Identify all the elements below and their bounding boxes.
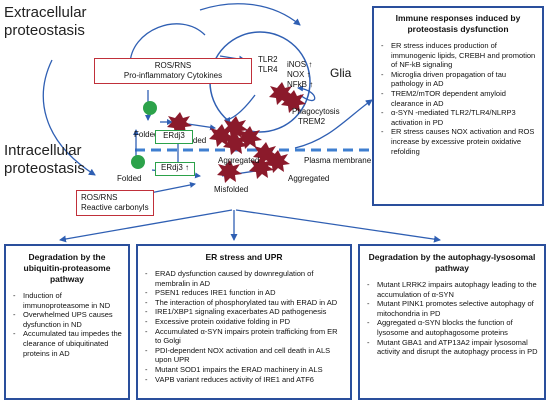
list-item: Mutant LRRK2 impairs autophagy leading t… <box>367 280 539 299</box>
arrow-to-autophagy <box>235 209 441 243</box>
list-item: Accumulated tau impedes the clearance of… <box>13 329 123 358</box>
upr-box: ER stress and UPR ERAD dysfunction cause… <box>136 244 352 400</box>
arrow-glia-loop <box>129 23 206 66</box>
ros-carbonyls-box: ROS/RNS Reactive carbonyls <box>76 190 154 216</box>
arrow-glia-to-top <box>199 3 301 26</box>
list-item: Accumulated α-SYN impairs protein traffi… <box>145 327 345 346</box>
upr-box-title: ER stress and UPR <box>205 252 283 262</box>
list-item: Excessive protein oxidative folding in P… <box>145 317 345 327</box>
list-item: α-SYN -mediated TLR2/TLR4/NLRP3 activati… <box>381 108 537 127</box>
immune-box-title: Immune responses induced by proteostasis… <box>395 13 521 34</box>
glia-title: Glia <box>330 66 352 80</box>
arrow-ros-loop <box>42 59 96 176</box>
ups-list: Induction of immunoproteasome in ND Over… <box>11 291 123 358</box>
immune-list: ER stress induces production of immunoge… <box>379 41 537 156</box>
misfolded-protein-bottom <box>217 160 242 183</box>
arrow-phagocytosis <box>224 94 256 123</box>
list-item: TREM2/mTOR dependent amyloid clearance i… <box>381 89 537 108</box>
ros-bottom-line1: ROS/RNS <box>81 193 118 202</box>
aggregated-label-top: Aggregated <box>218 156 260 165</box>
trem2-label: TREM2 <box>298 117 326 126</box>
inos-label: iNOS ↑ <box>287 60 313 69</box>
list-item: VAPB variant reduces activity of IRE1 an… <box>145 375 345 385</box>
list-item: PSEN1 reduces IRE1 function in AD <box>145 288 345 298</box>
list-item: IRE1/XBP1 signaling exacerbates AD patho… <box>145 307 345 317</box>
upr-list: ERAD dysfunction caused by downregulatio… <box>143 269 345 384</box>
ros-cytokines-box: ROS/RNS Pro-inflammatory Cytokines <box>94 58 252 84</box>
intracellular-title: Intracellular proteostasis <box>4 142 85 177</box>
aggregated-cluster-bottom <box>249 142 290 179</box>
list-item: Induction of immunoproteasome in ND <box>13 291 123 310</box>
immune-responses-box: Immune responses induced by proteostasis… <box>372 6 544 206</box>
list-item: Microglia driven propagation of tau path… <box>381 70 537 89</box>
autophagy-box-title: Degradation by the autophagy-lysosomal p… <box>368 252 536 273</box>
tlr2-label: TLR2 <box>258 55 278 64</box>
aggregated-cluster-glia <box>269 82 306 113</box>
folded-label-bottom: Folded <box>117 174 142 183</box>
list-item: ER stress causes NOX activation and ROS … <box>381 127 537 156</box>
misfolded-protein-top <box>167 112 192 135</box>
list-item: PDI-dependent NOX activation and cell de… <box>145 346 345 365</box>
tlr4-label: TLR4 <box>258 65 278 74</box>
phagocytosis-label: Phagocytosis <box>292 107 340 116</box>
ros-bottom-line2: Reactive carbonyls <box>81 203 149 212</box>
arrow-aggregated-to-glia <box>297 85 316 102</box>
arrow-misfolded-to-aggregated-top <box>187 123 216 131</box>
folded-protein-top <box>143 101 157 115</box>
erdj3-box-bottom: ERdj3 ↑ <box>155 162 195 176</box>
arrow-to-immune <box>294 99 373 149</box>
ups-box: Degradation by the ubiquitin-proteasome … <box>4 244 130 400</box>
nfkb-label: NFkB ↑ <box>287 80 314 89</box>
extracellular-title: Extracellular proteostasis <box>4 4 87 39</box>
plasma-membrane-label: Plasma membrane <box>304 156 372 165</box>
list-item: Mutant PINK1 promotes selective autophag… <box>367 299 539 318</box>
folded-protein-bottom <box>131 155 145 169</box>
list-item: Mutant GBA1 and ATP13A2 impair lysosomal… <box>367 338 539 357</box>
nox-label: NOX ↑ <box>287 70 311 79</box>
list-item: Overwhelmed UPS causes dysfunction in ND <box>13 310 123 329</box>
list-item: The interaction of phosphorylated tau wi… <box>145 298 345 308</box>
list-item: Mutant SOD1 impairs the ERAD machinery i… <box>145 365 345 375</box>
aggregated-cluster-top <box>209 116 262 155</box>
list-item: ER stress induces production of immunoge… <box>381 41 537 70</box>
erdj3-box-top: ERdj3 <box>155 130 193 144</box>
misfolded-label-bottom: Misfolded <box>214 185 249 194</box>
list-item: Aggregated α-SYN blocks the function of … <box>367 318 539 337</box>
autophagy-box: Degradation by the autophagy-lysosomal p… <box>358 244 546 400</box>
aggregated-label-bottom: Aggregated <box>288 174 330 183</box>
autophagy-list: Mutant LRRK2 impairs autophagy leading t… <box>365 280 539 357</box>
folded-label-top: Folded <box>134 130 159 139</box>
ros-top-line1: ROS/RNS <box>154 61 192 70</box>
arrow-to-ups <box>59 209 233 243</box>
ros-top-line2: Pro-inflammatory Cytokines <box>123 71 223 80</box>
list-item: ERAD dysfunction caused by downregulatio… <box>145 269 345 288</box>
ups-box-title: Degradation by the ubiquitin-proteasome … <box>23 252 111 284</box>
